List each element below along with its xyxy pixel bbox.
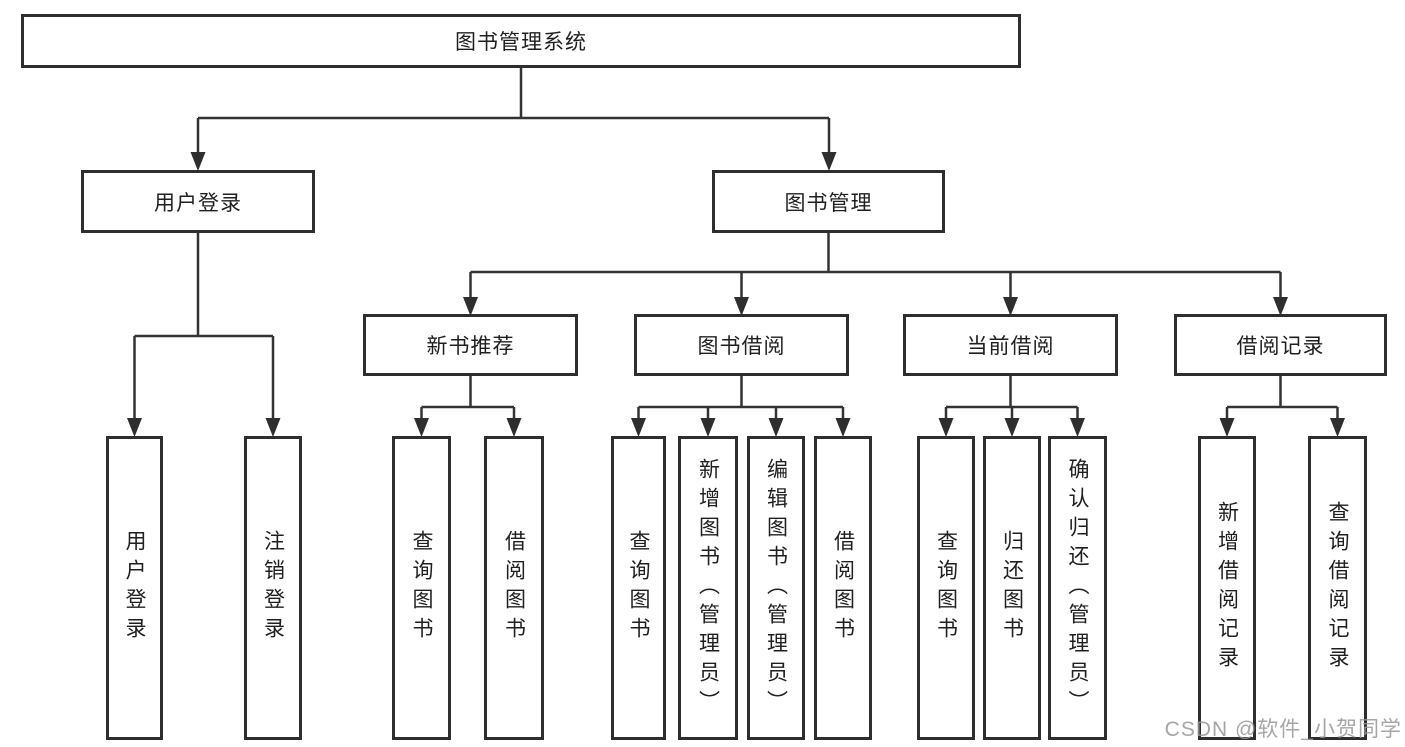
leaf-query-books-3-label: 查询图书 xyxy=(934,530,958,646)
arrow-down-icon xyxy=(127,418,142,437)
arrow-down-icon xyxy=(414,418,429,437)
node-root: 图书管理系统 xyxy=(21,14,1021,68)
arrow-down-icon xyxy=(821,152,837,171)
leaf-user-login-label: 用户登录 xyxy=(123,530,146,646)
node-book-management-label: 图书管理 xyxy=(784,191,873,215)
node-book-borrow-label: 图书借阅 xyxy=(697,335,786,358)
leaf-add-book-admin-label: 新增图书（管理员） xyxy=(696,457,720,719)
connector-userlogin-leaves xyxy=(133,233,275,424)
leaf-query-borrow-record: 查询借阅记录 xyxy=(1308,436,1367,740)
arrow-down-icon xyxy=(1004,418,1020,437)
leaf-add-borrow-record-label: 新增借阅记录 xyxy=(1215,501,1239,675)
leaf-borrow-books-1: 借阅图书 xyxy=(484,436,544,740)
node-root-label: 图书管理系统 xyxy=(455,31,587,54)
arrow-down-icon xyxy=(1070,418,1085,437)
leaf-confirm-return-admin-label: 确认归还（管理员） xyxy=(1066,457,1089,719)
arrow-down-icon xyxy=(506,418,522,437)
connector-root-level2 xyxy=(196,68,831,158)
arrow-down-icon xyxy=(190,152,206,171)
arrow-down-icon xyxy=(835,418,851,437)
connector-bookmgmt-level3 xyxy=(469,233,1282,302)
leaf-logout-label: 注销登录 xyxy=(261,530,285,646)
node-current-borrow-label: 当前借阅 xyxy=(966,335,1055,358)
leaf-borrow-books-2-label: 借阅图书 xyxy=(831,530,855,646)
node-user-login: 用户登录 xyxy=(81,170,315,233)
node-new-book-recommend: 新书推荐 xyxy=(363,314,578,376)
leaf-query-books-1: 查询图书 xyxy=(392,436,451,740)
node-book-management: 图书管理 xyxy=(712,170,945,233)
arrow-down-icon xyxy=(631,418,646,437)
node-borrow-records: 借阅记录 xyxy=(1174,314,1387,376)
node-borrow-records-label: 借阅记录 xyxy=(1236,335,1325,358)
leaf-query-borrow-record-label: 查询借阅记录 xyxy=(1326,501,1349,675)
node-book-borrow: 图书借阅 xyxy=(634,314,849,376)
arrow-down-icon xyxy=(1330,418,1345,437)
leaf-add-borrow-record: 新增借阅记录 xyxy=(1198,436,1256,740)
leaf-add-book-admin: 新增图书（管理员） xyxy=(678,436,738,740)
leaf-query-books-1-label: 查询图书 xyxy=(410,530,433,646)
connector-bookborrow-leaves xyxy=(637,376,845,424)
connector-currentborrow-leaves xyxy=(944,376,1079,424)
connector-records-leaves xyxy=(1225,376,1339,424)
leaf-query-books-2: 查询图书 xyxy=(611,436,666,740)
leaf-borrow-books-1-label: 借阅图书 xyxy=(502,530,526,646)
leaf-return-book: 归还图书 xyxy=(983,436,1041,740)
node-user-login-label: 用户登录 xyxy=(154,191,242,215)
node-current-borrow: 当前借阅 xyxy=(903,314,1118,376)
leaf-query-books-2-label: 查询图书 xyxy=(627,530,650,646)
leaf-query-books-3: 查询图书 xyxy=(917,436,975,740)
node-new-book-recommend-label: 新书推荐 xyxy=(426,335,515,358)
leaf-logout: 注销登录 xyxy=(244,436,302,740)
leaf-borrow-books-2: 借阅图书 xyxy=(814,436,872,740)
leaf-edit-book-admin-label: 编辑图书（管理员） xyxy=(764,457,788,719)
leaf-edit-book-admin: 编辑图书（管理员） xyxy=(747,436,805,740)
watermark: CSDN @软件_小贺同学 xyxy=(1164,718,1402,741)
arrow-down-icon xyxy=(265,418,281,437)
arrow-down-icon xyxy=(768,418,784,437)
arrow-down-icon xyxy=(938,418,954,437)
connector-newbooks-leaves xyxy=(420,376,516,424)
leaf-user-login: 用户登录 xyxy=(106,436,163,740)
arrow-down-icon xyxy=(700,418,716,437)
leaf-return-book-label: 归还图书 xyxy=(1000,530,1024,646)
leaf-confirm-return-admin: 确认归还（管理员） xyxy=(1048,436,1107,740)
arrow-down-icon xyxy=(1219,418,1235,437)
